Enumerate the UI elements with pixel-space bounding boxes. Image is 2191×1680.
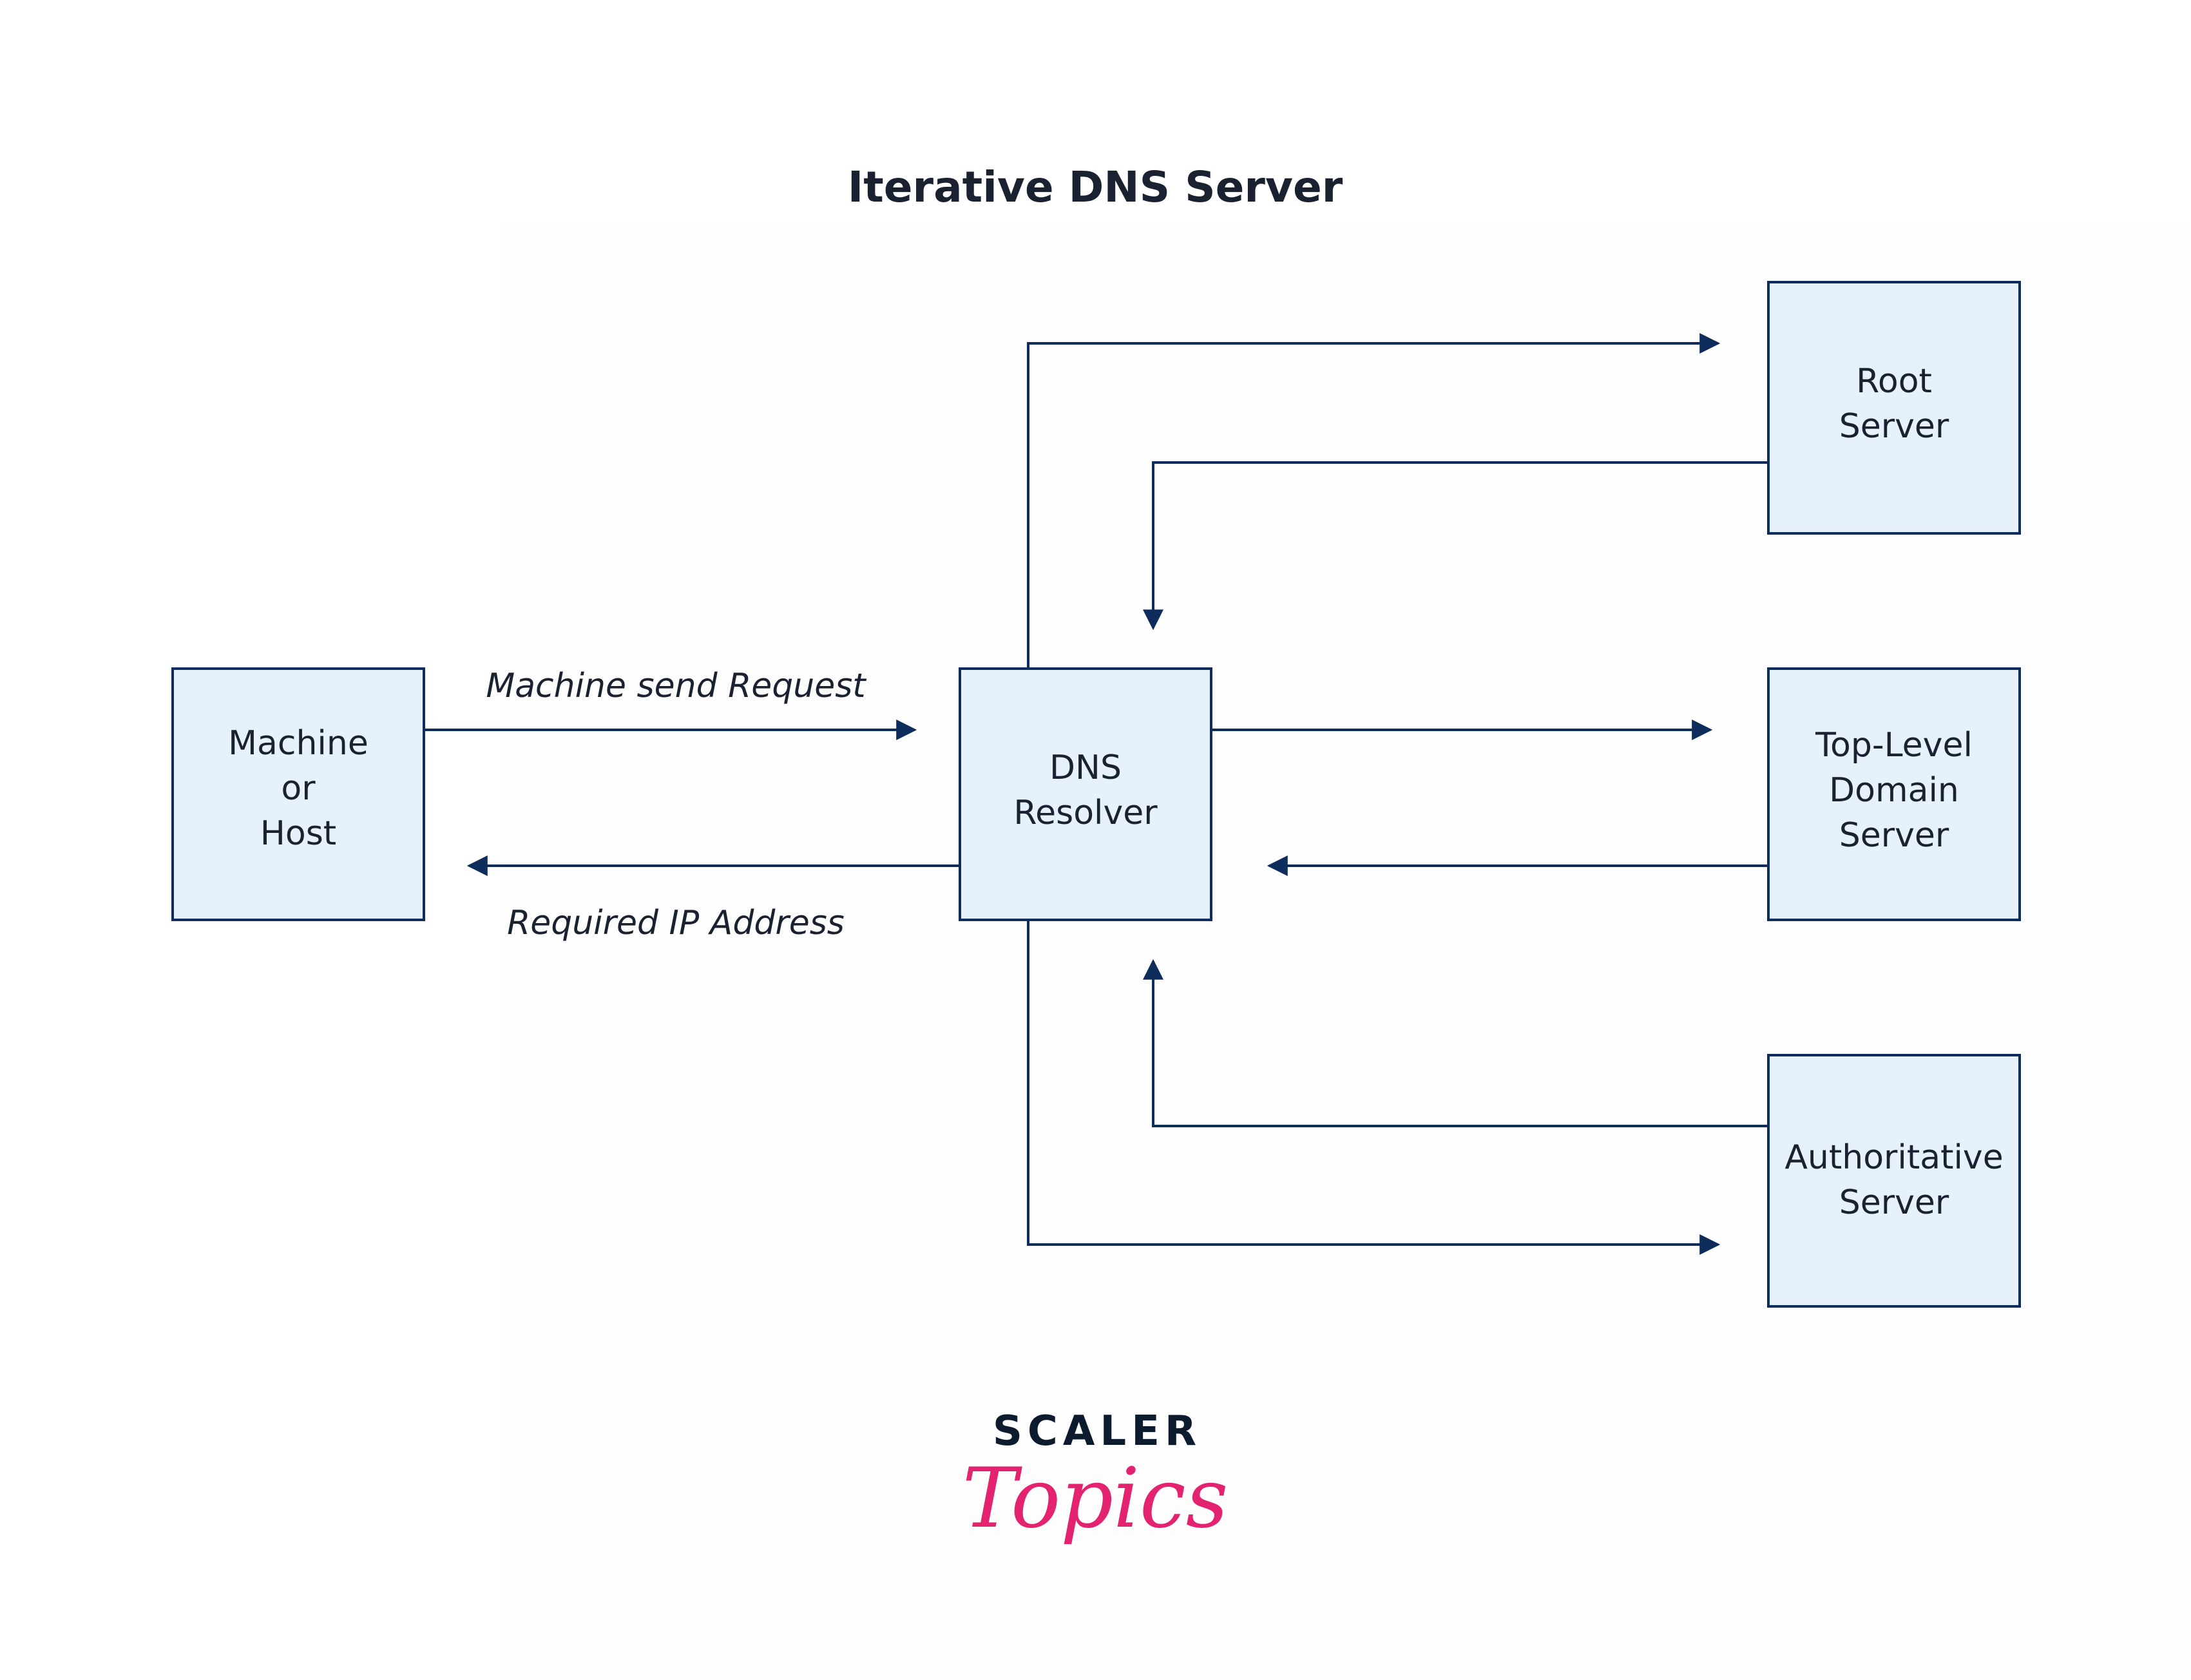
root-server-label-line: Server bbox=[1839, 407, 1949, 446]
authoritative-server-node: Authoritative Server bbox=[1767, 1054, 2021, 1308]
resolver-label-line: DNS bbox=[1049, 749, 1122, 787]
scaler-topics-logo: SCALER Topics bbox=[962, 1408, 1229, 1547]
tld-server-label-line: Domain bbox=[1829, 771, 1959, 810]
authoritative-reply-arrow bbox=[1143, 959, 1768, 1127]
query-root-arrow bbox=[1027, 333, 1721, 668]
diagram-title: Iterative DNS Server bbox=[848, 162, 1343, 212]
machine-label-line: Machine bbox=[228, 724, 368, 763]
tld-server-box bbox=[1767, 667, 2021, 921]
authoritative-server-label-line: Server bbox=[1839, 1183, 1949, 1222]
resolver-box bbox=[959, 667, 1212, 921]
request-label: Machine send Request bbox=[486, 667, 866, 705]
authoritative-server-label-line: Authoritative bbox=[1784, 1138, 2003, 1177]
resolver-label-line: Resolver bbox=[1013, 794, 1158, 832]
root-server-label-line: Root bbox=[1856, 362, 1932, 401]
machine-label-line: or bbox=[281, 769, 316, 808]
machine-node: Machine or Host bbox=[171, 667, 425, 921]
query-authoritative-arrow bbox=[1027, 920, 1721, 1255]
machine-box bbox=[171, 667, 425, 921]
logo-wordmark-bottom: Topics bbox=[962, 1451, 1229, 1547]
connectors bbox=[424, 333, 1768, 1255]
tld-server-node: Top-Level Domain Server bbox=[1767, 667, 2021, 921]
root-reply-arrow bbox=[1143, 461, 1768, 631]
authoritative-server-box bbox=[1767, 1054, 2021, 1308]
tld-server-label-line: Top-Level bbox=[1815, 726, 1973, 765]
root-server-node: Root Server bbox=[1767, 281, 2021, 535]
logo-wordmark-top: SCALER bbox=[993, 1408, 1201, 1455]
machine-label-line: Host bbox=[260, 814, 336, 853]
root-server-box bbox=[1767, 281, 2021, 535]
tld-server-label-line: Server bbox=[1839, 816, 1949, 855]
resolver-node: DNS Resolver bbox=[959, 667, 1212, 921]
response-label: Required IP Address bbox=[507, 904, 845, 942]
